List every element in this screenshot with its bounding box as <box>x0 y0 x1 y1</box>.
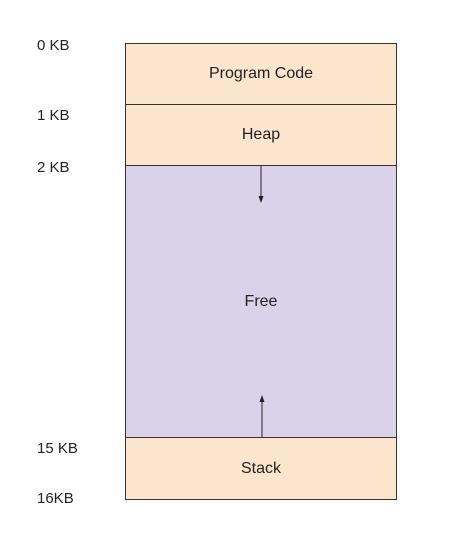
stack-label: Stack <box>240 459 281 477</box>
program-code-segment: Program Code <box>125 43 397 105</box>
stack-segment: Stack <box>125 437 397 500</box>
address-label-2kb: 2 KB <box>37 159 70 176</box>
heap-label: Heap <box>241 126 281 143</box>
free-label: Free <box>244 292 278 310</box>
heap-segment: Heap <box>125 104 397 166</box>
address-label-16kb: 16KB <box>37 490 74 507</box>
address-label-1kb: 1 KB <box>37 107 70 124</box>
free-segment: Free <box>125 165 397 438</box>
program-code-label: Program Code <box>208 65 314 82</box>
address-label-0kb: 0 KB <box>37 37 70 54</box>
address-label-15kb: 15 KB <box>37 440 78 457</box>
